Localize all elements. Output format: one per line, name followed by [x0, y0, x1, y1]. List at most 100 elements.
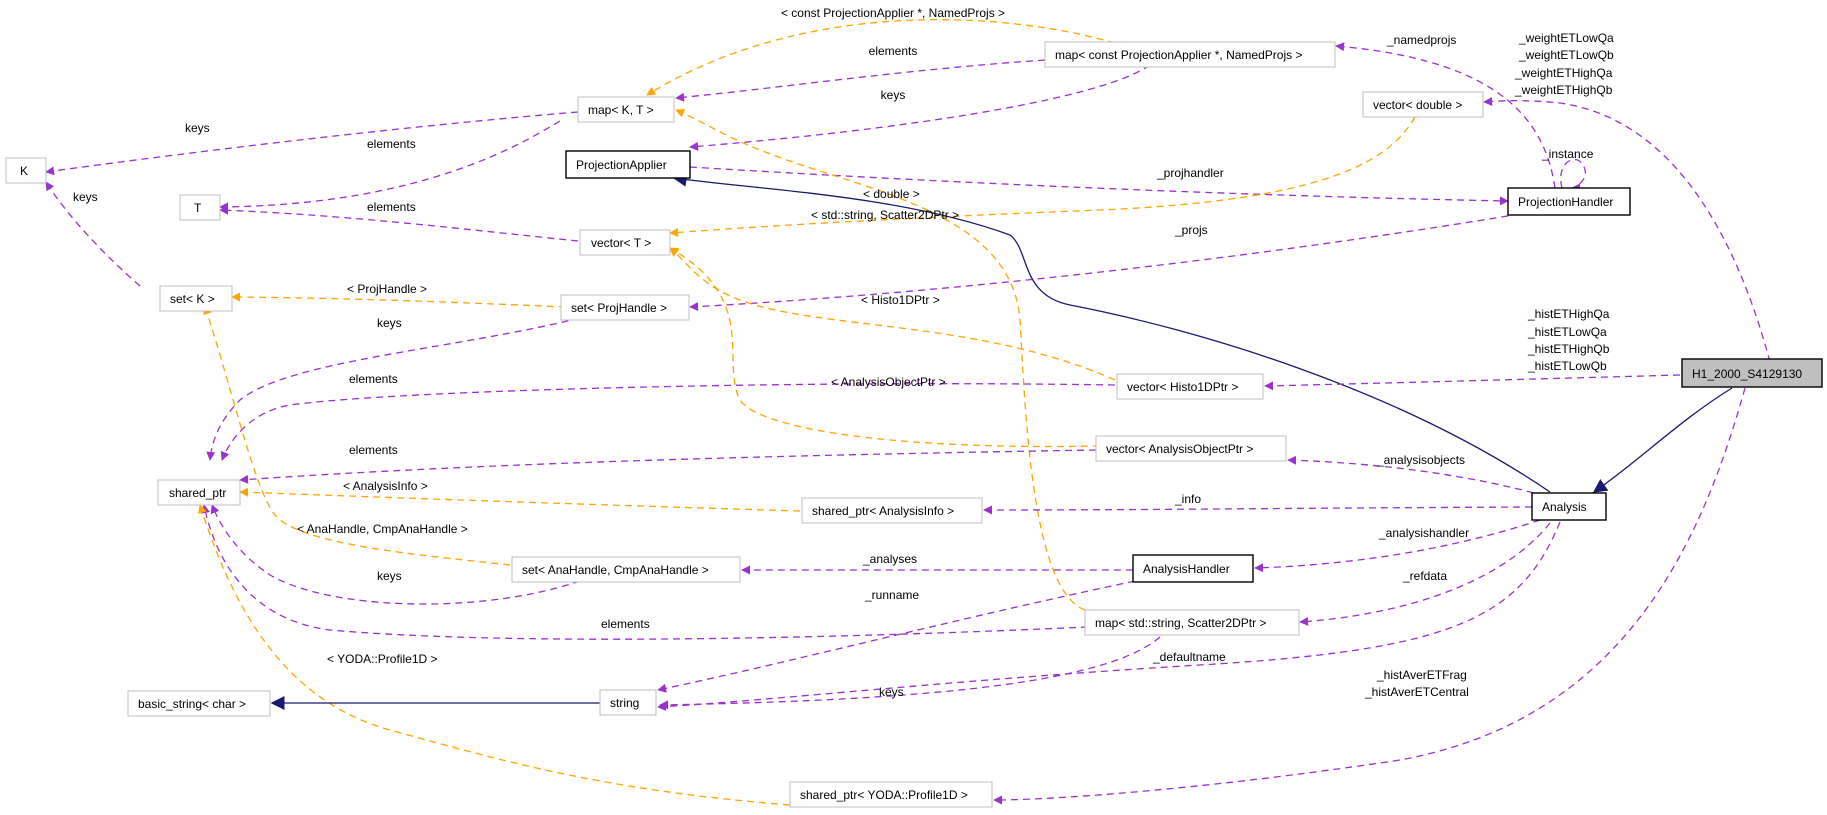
- label-analysisobjects: _analysisobjects: [1376, 453, 1465, 467]
- svg-text:vector< double >: vector< double >: [1373, 98, 1462, 112]
- node-map-kt[interactable]: map< K, T >: [577, 96, 675, 123]
- svg-text:set< K >: set< K >: [170, 292, 215, 306]
- node-shared-ptr-analysisinfo[interactable]: shared_ptr< AnalysisInfo >: [801, 497, 983, 524]
- edge-h1-to-vdouble: [1483, 97, 1771, 363]
- svg-text:vector< AnalysisObjectPtr >: vector< AnalysisObjectPtr >: [1106, 442, 1253, 456]
- node-analysis-handler[interactable]: AnalysisHandler: [1132, 554, 1254, 583]
- edge-analysis-to-vaop: [1287, 455, 1546, 497]
- label-weight-2: _weightETLowQb: [1518, 48, 1614, 62]
- label-histaver-2: _histAverETCentral: [1364, 685, 1469, 699]
- label-cpa-template: < const ProjectionApplier *, NamedProjs …: [781, 6, 1005, 20]
- edge-analysis-to-string: [657, 521, 1561, 712]
- node-set-k[interactable]: set< K >: [159, 285, 233, 312]
- svg-text:set< AnaHandle, CmpAnaHandle >: set< AnaHandle, CmpAnaHandle >: [522, 563, 709, 577]
- label-double-template: < double >: [863, 187, 920, 201]
- label-string-s2d-template: < std::string, Scatter2DPtr >: [811, 208, 959, 222]
- label-weight-1: _weightETLowQa: [1518, 31, 1614, 45]
- svg-text:shared_ptr< YODA::Profile1D >: shared_ptr< YODA::Profile1D >: [800, 788, 968, 802]
- node-basic-string[interactable]: basic_string< char >: [127, 690, 271, 717]
- edge-analysis-to-pa: [672, 172, 1551, 493]
- label-projhandle-template: < ProjHandle >: [347, 282, 427, 296]
- svg-text:vector< T >: vector< T >: [591, 236, 651, 250]
- label-projs: _projs: [1174, 223, 1208, 237]
- svg-text:AnalysisHandler: AnalysisHandler: [1143, 562, 1230, 576]
- node-k[interactable]: K: [5, 157, 47, 184]
- label-instance: _instance: [1541, 147, 1594, 161]
- node-vector-t[interactable]: vector< T >: [579, 229, 671, 256]
- label-hist-2: _histETLowQa: [1527, 325, 1607, 339]
- label-hist-4: _histETLowQb: [1527, 359, 1607, 373]
- label-setk-keys: keys: [73, 190, 98, 204]
- svg-text:K: K: [20, 164, 28, 178]
- svg-text:shared_ptr< AnalysisInfo >: shared_ptr< AnalysisInfo >: [812, 504, 954, 518]
- edge-h1-to-sp-profile: [993, 387, 1746, 805]
- label-hist-1: _histETHighQa: [1527, 307, 1610, 321]
- edge-analysis-to-spai: [983, 505, 1533, 515]
- edge-map-s2d-to-string: [659, 636, 1161, 710]
- label-weight-4: _weightETHighQb: [1514, 83, 1613, 97]
- label-cpa-elements: elements: [869, 44, 918, 58]
- label-anahandle-template: < AnaHandle, CmpAnaHandle >: [297, 522, 468, 536]
- edge-set-k-to-k: [45, 181, 141, 287]
- label-hist-3: _histETHighQb: [1527, 342, 1610, 356]
- label-s2d-elements: elements: [601, 617, 650, 631]
- edge-set-projhandle-to-set-k: [231, 292, 567, 308]
- node-t[interactable]: T: [179, 194, 221, 221]
- node-vector-double[interactable]: vector< double >: [1362, 91, 1484, 118]
- node-string[interactable]: string: [599, 689, 657, 716]
- edge-map-kt-to-t: [219, 120, 561, 212]
- label-string-keys: keys: [879, 685, 904, 699]
- edge-map-s2d-to-shared-ptr: [201, 504, 1089, 640]
- node-shared-ptr[interactable]: shared_ptr: [157, 479, 241, 506]
- label-profile1d-template: < YODA::Profile1D >: [327, 652, 438, 666]
- svg-text:map< const ProjectionApplier *: map< const ProjectionApplier *, NamedPro…: [1055, 48, 1302, 62]
- edge-map-kt-to-k: [45, 111, 579, 176]
- edge-pa-to-ph: [689, 166, 1509, 206]
- node-vector-aoptr[interactable]: vector< AnalysisObjectPtr >: [1095, 435, 1287, 462]
- svg-text:vector< Histo1DPtr >: vector< Histo1DPtr >: [1127, 380, 1238, 394]
- svg-text:ProjectionHandler: ProjectionHandler: [1518, 195, 1613, 209]
- node-map-cpa[interactable]: map< const ProjectionApplier *, NamedPro…: [1044, 41, 1336, 68]
- label-histo1d-template: < Histo1DPtr >: [861, 293, 940, 307]
- edge-ph-to-map-cpa: [1335, 42, 1556, 189]
- node-set-projhandle[interactable]: set< ProjHandle >: [560, 294, 690, 321]
- label-anahandle-keys: keys: [377, 569, 402, 583]
- edge-labels: keys elements keys elements < const Proj…: [73, 6, 1614, 699]
- edge-ph-self: [1560, 158, 1587, 193]
- label-info: _info: [1174, 492, 1201, 506]
- label-weight-3: _weightETHighQa: [1514, 66, 1613, 80]
- node-set-anahandle[interactable]: set< AnaHandle, CmpAnaHandle >: [511, 556, 741, 583]
- edge-map-s2d-to-map-kt: [675, 108, 1086, 611]
- label-map-kt-keys: keys: [185, 121, 210, 135]
- label-map-kt-elements: elements: [367, 137, 416, 151]
- label-vectort-elements: elements: [367, 200, 416, 214]
- node-map-string-s2d[interactable]: map< std::string, Scatter2DPtr >: [1084, 609, 1300, 636]
- edge-vector-t-to-t: [219, 205, 579, 242]
- node-projection-applier[interactable]: ProjectionApplier: [565, 150, 691, 179]
- label-analysisinfo-template: < AnalysisInfo >: [343, 479, 428, 493]
- label-aop-template: < AnalysisObjectPtr >: [831, 375, 946, 389]
- node-projection-handler[interactable]: ProjectionHandler: [1507, 187, 1631, 216]
- svg-text:string: string: [610, 696, 639, 710]
- edge-map-cpa-to-map-kt-elements: [675, 59, 1046, 102]
- node-shared-ptr-profile1d[interactable]: shared_ptr< YODA::Profile1D >: [789, 781, 993, 808]
- node-vector-histo1dptr[interactable]: vector< Histo1DPtr >: [1116, 373, 1264, 400]
- svg-text:map< std::string, Scatter2DPtr: map< std::string, Scatter2DPtr >: [1095, 616, 1266, 630]
- label-analyses: _analyses: [862, 552, 917, 566]
- edge-vhisto-to-vector-t: [669, 247, 1116, 381]
- label-defaultname: _defaultname: [1152, 650, 1226, 664]
- label-projhandler: _projhandler: [1156, 166, 1224, 180]
- edge-analysis-to-map-s2d: [1299, 522, 1551, 626]
- svg-text:H1_2000_S4129130: H1_2000_S4129130: [1692, 367, 1802, 381]
- node-h1-2000-s4129130[interactable]: H1_2000_S4129130: [1681, 358, 1823, 388]
- edge-vaop-to-vector-t: [669, 247, 1101, 448]
- label-aop-elements: elements: [349, 372, 398, 386]
- node-analysis[interactable]: Analysis: [1531, 492, 1607, 521]
- label-namedprojs: _namedprojs: [1386, 33, 1456, 47]
- edge-h1-to-analysis: [1592, 387, 1733, 493]
- nodes: K T set< K > shared_ptr basic_string< ch…: [5, 41, 1823, 808]
- edge-map-cpa-to-pa-keys: [689, 64, 1151, 151]
- edge-ah-to-string: [657, 580, 1136, 693]
- edge-set-anahandle-to-shared-ptr: [210, 504, 581, 605]
